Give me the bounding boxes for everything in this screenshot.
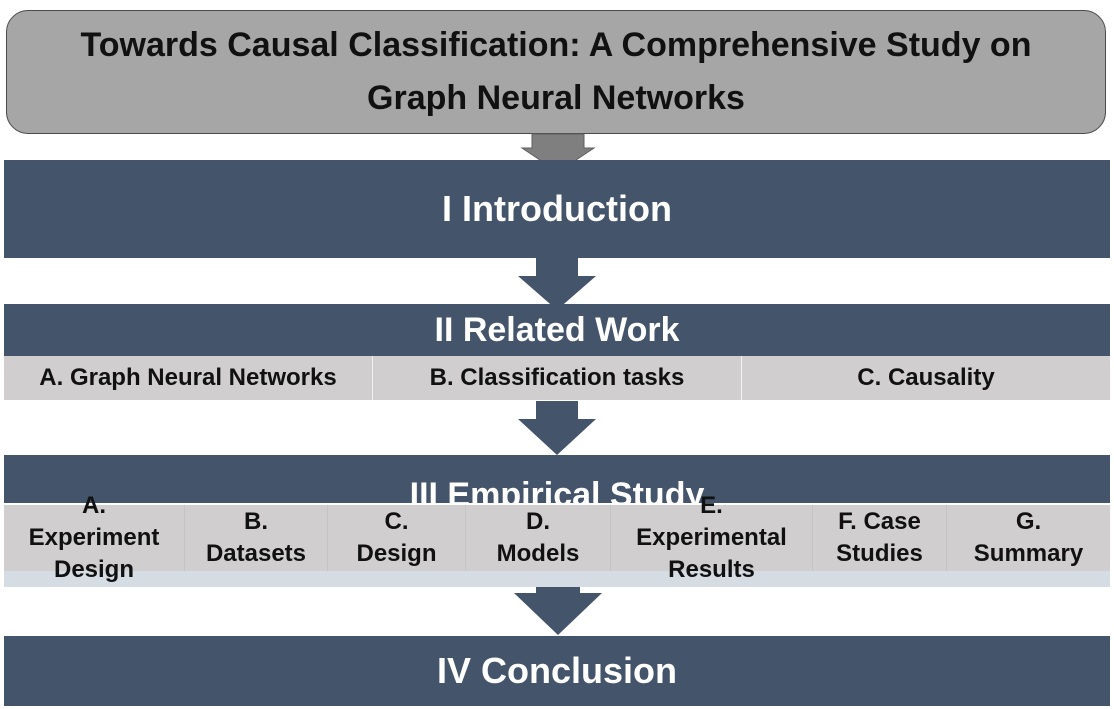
subsection-models: D. Models	[465, 505, 610, 571]
subsection-line: G.	[1015, 508, 1042, 535]
subsection-line: C.	[384, 508, 409, 535]
title-line-1: Towards Causal Classification: A Compreh…	[80, 26, 1032, 64]
subsection-datasets: B. Datasets	[184, 505, 327, 571]
subsection-line: E.	[700, 492, 723, 519]
subsection-line: Summary	[973, 540, 1084, 567]
arrow-down-icon	[518, 401, 596, 455]
subsection-experiment-design: A. Experiment Design	[4, 492, 184, 583]
title-box: Towards Causal Classification: A Compreh…	[6, 10, 1106, 134]
subsection-classification-tasks: B. Classification tasks	[372, 356, 741, 400]
subsection-line: Studies	[836, 540, 923, 567]
title-line-2: Graph Neural Networks	[367, 79, 745, 117]
subsection-line: F. Case	[838, 508, 921, 535]
subsection-line: B.	[244, 508, 268, 535]
related-work-subsections: A. Graph Neural Networks B. Classificati…	[4, 356, 1110, 400]
subsection-case-studies: F. Case Studies	[812, 505, 946, 571]
subsection-line: Experimental	[636, 524, 787, 551]
section-empirical-study: III Empirical Study	[4, 455, 1110, 514]
subsection-summary: G. Summary	[946, 505, 1110, 571]
section-label: I Introduction	[442, 188, 672, 229]
subsection-line: D.	[526, 508, 550, 535]
subsection-line: Datasets	[205, 540, 307, 567]
subsection-line: A.	[82, 492, 106, 519]
arrow-down-icon	[514, 587, 602, 635]
subsection-graph-neural-networks: A. Graph Neural Networks	[39, 364, 337, 391]
section-related-work: II Related Work	[4, 304, 1110, 356]
section-conclusion: IV Conclusion	[4, 636, 1110, 706]
subsection-line: Models	[496, 540, 580, 567]
section-introduction: I Introduction	[4, 160, 1110, 258]
empirical-study-subsections: A. Experiment Design B. Datasets C. Desi…	[4, 492, 1110, 583]
arrow-down-icon	[518, 258, 596, 310]
section-label: II Related Work	[434, 310, 680, 349]
subsection-experimental-results: E. Experimental Results	[610, 492, 812, 583]
subsection-strip	[4, 571, 1110, 587]
subsection-line: Results	[668, 556, 755, 583]
subsection-line: Design	[53, 556, 134, 583]
subsection-line: Experiment	[28, 524, 160, 551]
subsection-line: Design	[356, 540, 437, 567]
subsection-design: C. Design	[327, 505, 465, 571]
section-label: IV Conclusion	[436, 650, 677, 691]
subsection-causality: C. Causality	[741, 356, 1110, 400]
